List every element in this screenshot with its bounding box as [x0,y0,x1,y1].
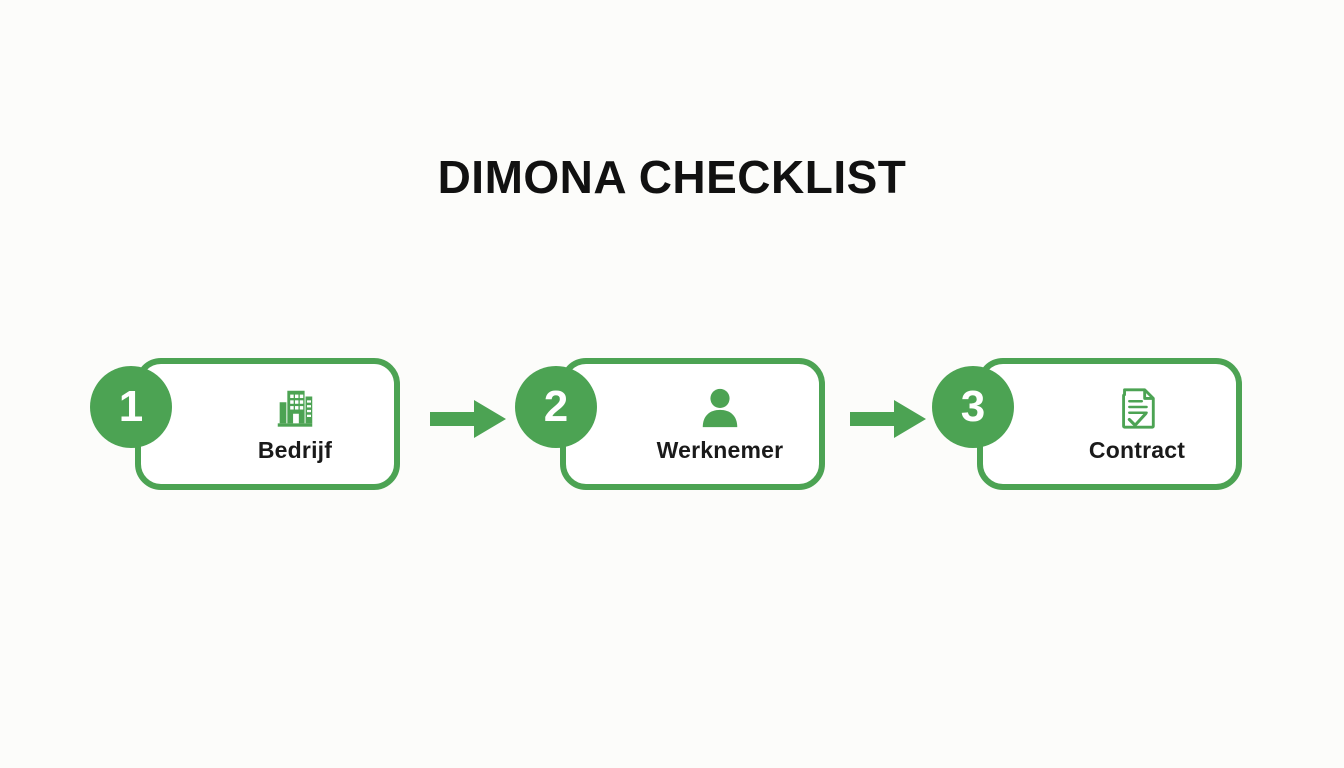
step-card-content-2: Werknemer [621,364,819,484]
document-check-icon [1114,385,1160,431]
step-card-content-1: Bedrijf [196,364,394,484]
person-icon [697,385,743,431]
arrow-right-icon-2 [850,397,926,441]
step-flow: Bedrijf 1 Werknemer [0,340,1344,510]
step-number-badge-2: 2 [515,366,597,448]
step-card-3[interactable]: Contract [977,358,1242,490]
page-title: DIMONA CHECKLIST [437,151,907,203]
step-card-1[interactable]: Bedrijf [135,358,400,490]
building-icon [272,385,318,431]
step-label-2: Werknemer [656,436,784,463]
step-item-3[interactable]: Contract 3 [932,340,1252,510]
step-item-2[interactable]: Werknemer 2 [515,340,835,510]
step-label-3: Contract [1088,436,1186,463]
step-card-2[interactable]: Werknemer [560,358,825,490]
step-label-1: Bedrijf [257,436,333,463]
arrow-right-icon-1 [430,397,506,441]
step-card-content-3: Contract [1038,364,1236,484]
step-number-badge-1: 1 [90,366,172,448]
step-number-badge-3: 3 [932,366,1014,448]
step-item-1[interactable]: Bedrijf 1 [90,340,410,510]
